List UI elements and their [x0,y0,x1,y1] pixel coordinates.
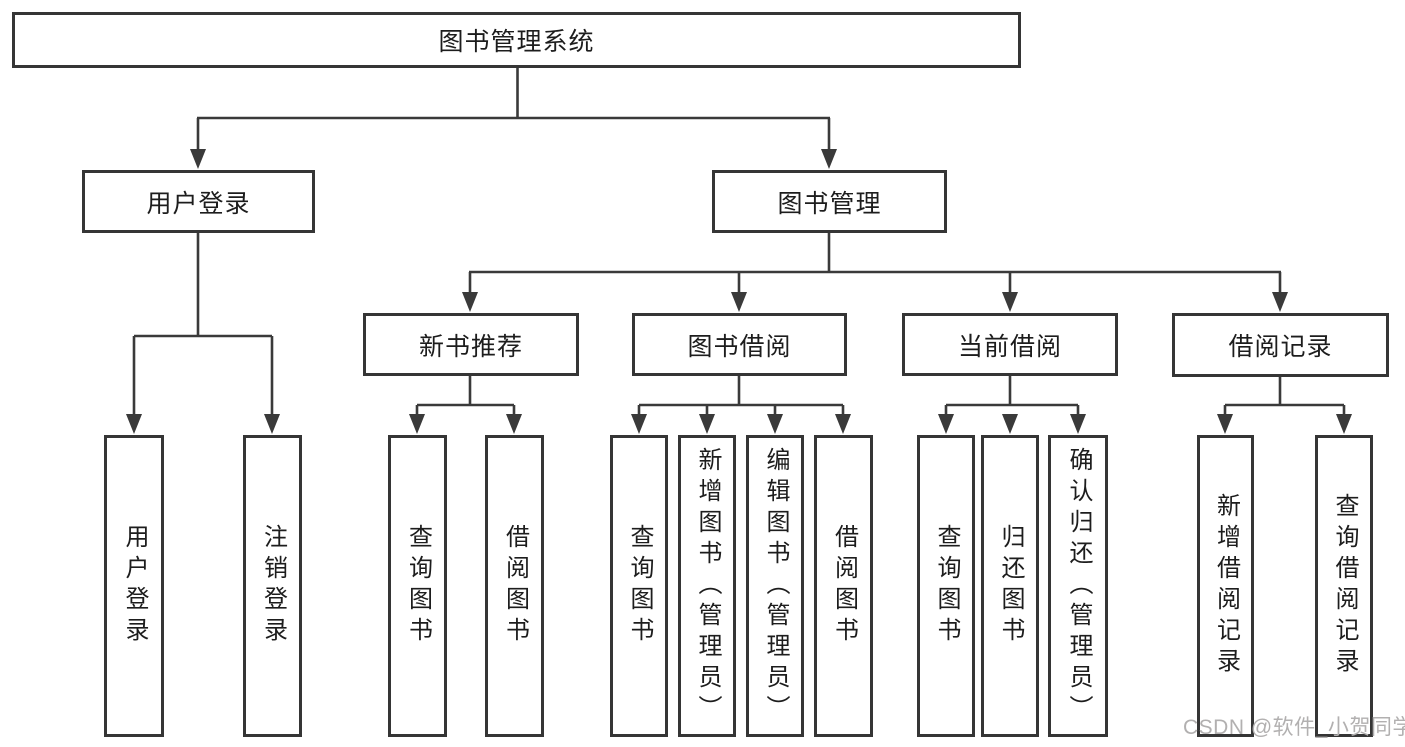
leaf-borrow-books-borrowing: 借阅图书 [814,435,873,737]
leaf-add-books-admin: 新增图书（管理员） [678,435,736,737]
leaf-add-borrow-record: 新增借阅记录 [1197,435,1254,737]
leaf-query-books-current: 查询图书 [917,435,975,737]
leaf-return-books: 归还图书 [981,435,1039,737]
node-new-book-recommend: 新书推荐 [363,313,579,376]
leaf-edit-books-admin: 编辑图书（管理员） [746,435,804,737]
node-label: 用户登录 [121,524,148,648]
node-label: 注销登录 [259,524,287,648]
node-label: 新增借阅记录 [1212,493,1240,679]
node-label: 查询图书 [404,524,432,648]
leaf-logout: 注销登录 [243,435,302,737]
node-label: 当前借阅 [957,332,1062,361]
node-root: 图书管理系统 [12,12,1021,68]
node-label: 编辑图书（管理员） [762,446,789,726]
node-current-borrowing: 当前借阅 [902,313,1118,376]
node-label: 查询借阅记录 [1331,493,1358,679]
node-label: 图书借阅 [687,332,792,361]
leaf-query-books-recommend: 查询图书 [388,435,447,737]
node-label: 归还图书 [997,524,1024,648]
leaf-query-borrow-record: 查询借阅记录 [1315,435,1373,737]
node-label: 图书管理系统 [438,28,595,56]
node-label: 借阅记录 [1228,333,1333,361]
leaf-confirm-return-admin: 确认归还（管理员） [1048,435,1108,737]
node-label: 新增图书（管理员） [694,446,721,726]
node-label: 用户登录 [146,189,251,218]
node-label: 查询图书 [933,524,960,648]
node-label: 借阅图书 [501,524,529,648]
node-label: 确认归还（管理员） [1065,446,1092,726]
leaf-borrow-books-recommend: 借阅图书 [485,435,544,737]
node-borrowing-records: 借阅记录 [1172,313,1389,377]
csdn-watermark: CSDN @软件_小贺同学 [1183,716,1405,739]
node-label: 图书管理 [777,189,882,218]
leaf-user-login: 用户登录 [104,435,164,737]
node-label: 新书推荐 [418,332,523,361]
node-book-management: 图书管理 [712,170,947,233]
leaf-query-books-borrowing: 查询图书 [610,435,668,737]
node-book-borrowing: 图书借阅 [632,313,847,376]
node-label: 查询图书 [626,524,653,648]
node-label: 借阅图书 [830,524,858,648]
node-user-login: 用户登录 [82,170,315,233]
